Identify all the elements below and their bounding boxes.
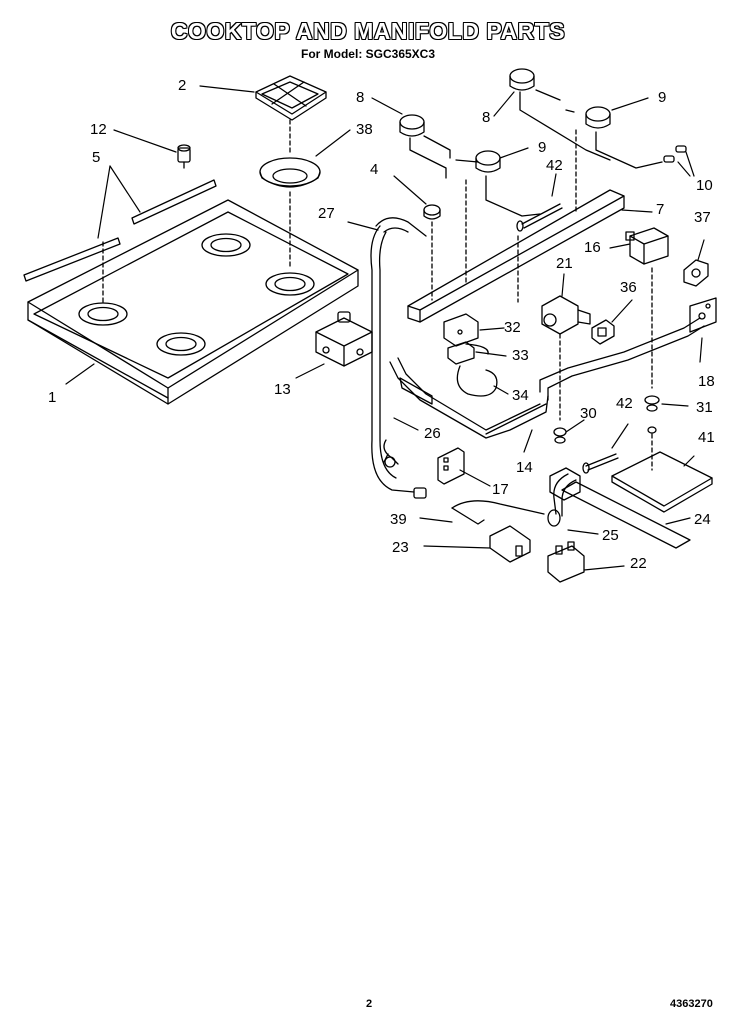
ignitor-bracket <box>489 525 531 563</box>
callout-32: 32 <box>504 319 521 336</box>
callout-4: 4 <box>370 161 379 178</box>
callout-9b: 9 <box>538 139 547 156</box>
callout-33: 33 <box>512 347 529 364</box>
spark-electrodes <box>663 145 687 163</box>
callout-31: 31 <box>696 399 713 416</box>
surface-burner-rear-left <box>509 68 611 161</box>
surface-burner-front-left <box>399 114 451 179</box>
leader-arrows <box>65 85 705 571</box>
callout-1: 1 <box>48 389 57 406</box>
oven-ignitor-wire <box>451 500 545 525</box>
callout-8b: 8 <box>482 109 491 126</box>
callout-38: 38 <box>356 121 373 138</box>
cooktop-panel <box>27 199 359 405</box>
manifold-bracket <box>407 189 625 323</box>
callout-36: 36 <box>620 279 637 296</box>
manifold-tube <box>383 357 549 468</box>
surface-burner-front-right <box>455 150 541 217</box>
callout-24: 24 <box>694 511 711 528</box>
callout-17: 17 <box>492 481 509 498</box>
callout-26: 26 <box>424 425 441 442</box>
callout-21: 21 <box>556 255 573 272</box>
callout-41: 41 <box>698 429 715 446</box>
callout-34: 34 <box>512 387 529 404</box>
callout-8a: 8 <box>356 89 365 106</box>
cooktop-burner-openings <box>78 233 315 356</box>
gas-manifold-pipe <box>485 317 705 435</box>
spark-module <box>447 341 489 365</box>
callout-18: 18 <box>698 373 715 390</box>
callout-9a: 9 <box>658 89 667 106</box>
valve-clip <box>591 319 615 345</box>
callout-37: 37 <box>694 209 711 226</box>
burner-valve <box>541 295 591 335</box>
oven-valve-orifice <box>547 467 581 527</box>
callout-42b: 42 <box>616 395 633 412</box>
callout-5: 5 <box>92 149 101 166</box>
side-trim-strips <box>23 179 217 282</box>
oven-igniter <box>547 541 585 583</box>
mounting-screw-top <box>516 203 563 232</box>
switch-bracket <box>683 259 709 287</box>
callout-7: 7 <box>656 201 665 218</box>
valve-seal-30 <box>553 427 567 444</box>
control-knob <box>177 144 191 169</box>
terminal-bracket <box>437 447 465 485</box>
orifice-hood <box>423 204 441 220</box>
spark-wire <box>456 365 498 397</box>
mounting-screw-lower <box>582 453 619 474</box>
callout-12: 12 <box>90 121 107 138</box>
pressure-regulator <box>315 311 373 367</box>
callout-22: 22 <box>630 555 647 572</box>
callout-39: 39 <box>390 511 407 528</box>
valve-seal-31 <box>644 395 660 412</box>
page-number: 2 <box>366 998 373 1010</box>
callout-27: 27 <box>318 205 335 222</box>
callout-23: 23 <box>392 539 409 556</box>
callout-2: 2 <box>178 77 187 94</box>
burner-bowl <box>259 157 321 188</box>
burner-grate <box>255 75 327 121</box>
module-bracket <box>443 313 479 347</box>
manifold-end-bracket <box>689 297 717 333</box>
callout-25: 25 <box>602 527 619 544</box>
callout-10: 10 <box>696 177 713 194</box>
callout-14: 14 <box>516 459 533 476</box>
surface-burner-rear-right <box>565 106 663 169</box>
oven-burner-tube <box>553 473 691 549</box>
grommet <box>647 426 657 434</box>
page-title: COOKTOP AND MANIFOLD PARTS <box>170 18 566 44</box>
document-number: 4363270 <box>670 998 713 1010</box>
model-subtitle: For Model: SGC365XC3 <box>300 47 436 61</box>
gas-supply-tube <box>370 217 427 499</box>
callout-13: 13 <box>274 381 291 398</box>
callout-16: 16 <box>584 239 601 256</box>
callout-30: 30 <box>580 405 597 422</box>
callout-42a: 42 <box>546 157 563 174</box>
oven-heat-shield <box>611 451 713 513</box>
igniter-switch <box>625 227 669 265</box>
valve-mounting-bracket <box>399 377 433 405</box>
